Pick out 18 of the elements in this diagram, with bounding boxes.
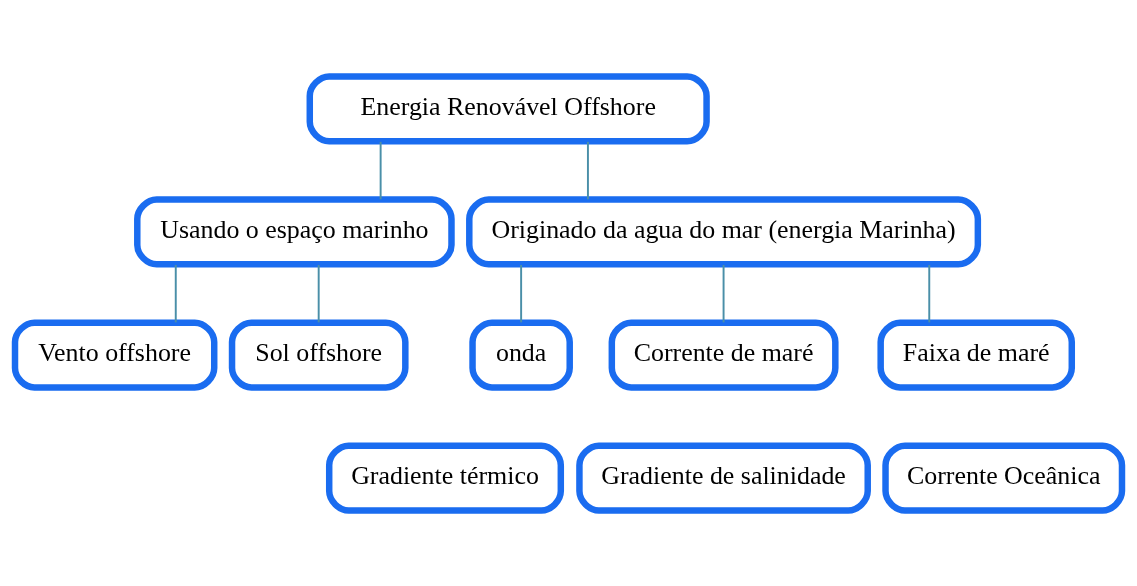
connector [379, 140, 382, 200]
node-box: Usando o espaço marinho [134, 195, 455, 268]
node-box: Corrente de maré [608, 318, 839, 391]
connector [586, 140, 589, 200]
connector [174, 263, 177, 323]
node-box: Sol offshore [228, 318, 409, 391]
node-box: Corrente Oceânica [882, 442, 1126, 514]
node-box: onda [469, 318, 573, 391]
node-box: Faixa de maré [877, 318, 1075, 391]
connector [928, 263, 931, 323]
node-box: Energia Renovável Offshore [306, 72, 710, 144]
connector [317, 263, 320, 323]
connector [722, 263, 725, 323]
node-box: Vento offshore [11, 318, 218, 391]
node-box: Gradiente térmico [325, 442, 565, 514]
node-box: Originado da agua do mar (energia Marinha) [466, 195, 982, 268]
connector [520, 263, 523, 323]
node-box: Gradiente de salinidade [576, 442, 871, 514]
